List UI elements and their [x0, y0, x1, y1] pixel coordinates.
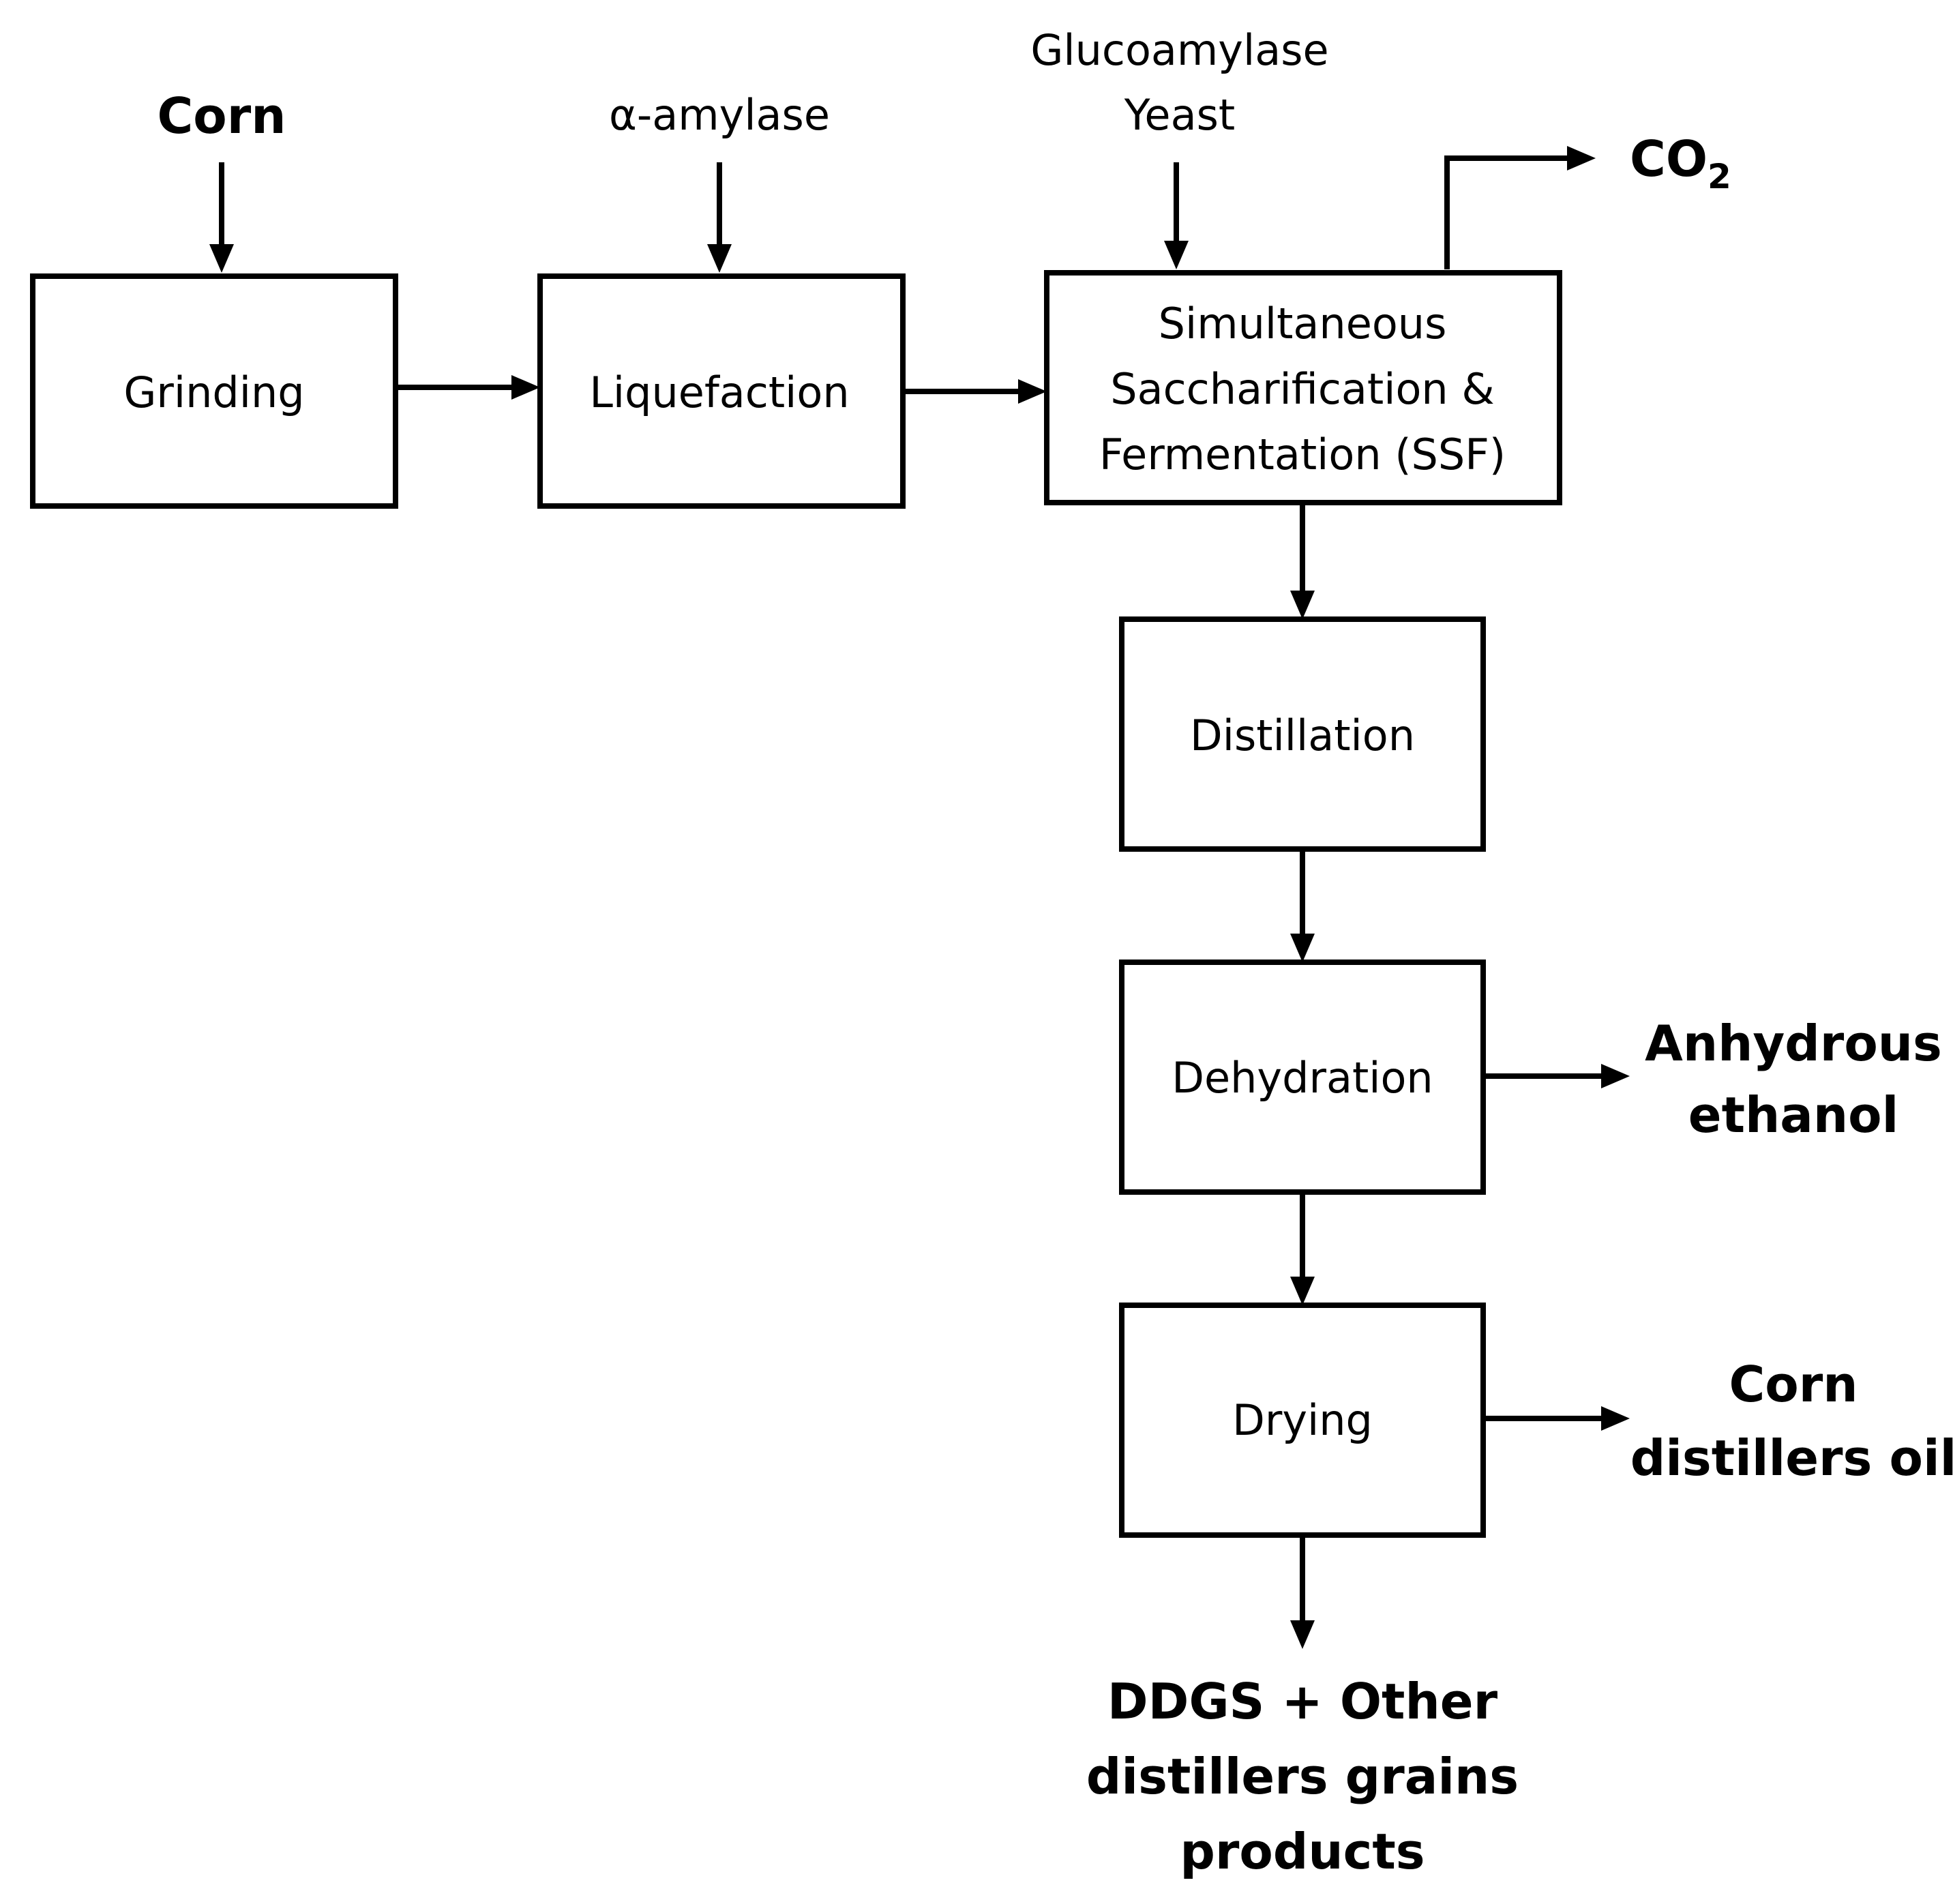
output-oil-label-line2: distillers oil [1630, 1429, 1953, 1487]
input-alpha-amylase-label: α-amylase [609, 90, 830, 140]
arrow-drying-to-ddgs [1290, 1535, 1315, 1649]
input-yeast-label: Yeast [1124, 90, 1235, 140]
step-ssf: Simultaneous Saccharification & Fermenta… [1044, 270, 1562, 505]
step-drying-label: Drying [1232, 1395, 1373, 1445]
arrow-drying-to-oil [1483, 1406, 1630, 1431]
arrow-liquefaction-to-ssf [903, 379, 1047, 404]
input-glucoamylase-label: Glucoamylase [1030, 25, 1328, 75]
step-ssf-label-line3: Fermentation (SSF) [1099, 430, 1506, 479]
arrow-corn-to-grinding [209, 162, 234, 273]
step-dehydration-label: Dehydration [1172, 1053, 1433, 1103]
arrow-grinding-to-liquefaction [396, 375, 540, 400]
step-drying: Drying [1119, 1303, 1486, 1538]
step-ssf-label-line2: Saccharification & [1110, 364, 1494, 414]
step-grinding-label: Grinding [123, 368, 304, 417]
output-ddgs-label-line3: products [1180, 1823, 1425, 1880]
output-ethanol-label-line1: Anhydrous [1645, 1015, 1942, 1072]
arrow-dehydration-to-ethanol [1483, 1064, 1630, 1088]
arrow-distillation-to-dehydration [1290, 849, 1315, 962]
step-distillation-label: Distillation [1190, 711, 1415, 760]
step-distillation: Distillation [1119, 616, 1486, 852]
step-liquefaction-label: Liquefaction [589, 368, 849, 417]
step-ssf-label-line1: Simultaneous [1159, 299, 1447, 348]
arrow-ssf-to-co2 [1444, 146, 1596, 269]
input-corn-label: Corn [157, 87, 286, 145]
arrow-ssf-to-distillation [1290, 503, 1315, 619]
output-oil-label-line1: Corn [1729, 1356, 1858, 1413]
output-ddgs-label-line1: DDGS + Other [1107, 1673, 1498, 1730]
step-dehydration: Dehydration [1119, 960, 1486, 1195]
step-grinding: Grinding [30, 273, 398, 509]
arrow-alpha-amylase-to-liquefaction [707, 162, 732, 273]
output-ddgs-label-line2: distillers grains [1086, 1748, 1519, 1805]
output-ethanol-label-line2: ethanol [1688, 1086, 1899, 1144]
arrow-glucoamylase-yeast-to-ssf [1164, 162, 1189, 269]
output-co2-label: CO2 [1630, 130, 1731, 196]
step-liquefaction: Liquefaction [537, 273, 906, 509]
arrow-dehydration-to-drying [1290, 1192, 1315, 1305]
